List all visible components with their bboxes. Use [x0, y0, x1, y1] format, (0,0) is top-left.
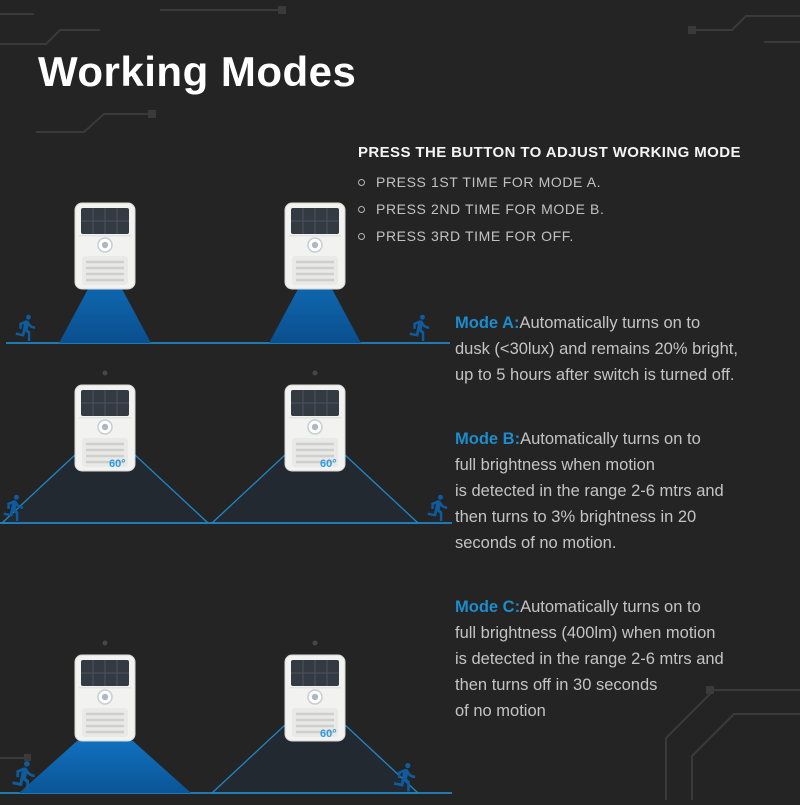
mode-c-text: Automatically turns on to full brightnes…: [455, 598, 724, 720]
bullet-icon: [358, 232, 365, 240]
light-beam: [59, 289, 151, 343]
angle-label: 60°: [109, 458, 126, 470]
instruction-text: PRESS 3RD TIME FOR OFF.: [376, 228, 574, 244]
page-title: Working Modes: [38, 48, 357, 95]
angle-label: 60°: [320, 728, 337, 740]
mode-b-description: Mode B:Automatically turns on to full br…: [455, 426, 793, 556]
mount-dot: [102, 370, 108, 376]
instructions-panel: PRESS THE BUTTON TO ADJUST WORKING MODE …: [358, 144, 788, 255]
mode-a-description: Mode A:Automatically turns on to dusk (<…: [455, 310, 793, 388]
mode-c-label: Mode C:: [455, 598, 521, 616]
solar-lamp-icon: [73, 383, 137, 473]
motion-detection-cone: [210, 426, 420, 524]
mode-c-illustration: 60°: [0, 640, 452, 794]
mount-dot: [312, 370, 318, 376]
mode-a-label: Mode A:: [455, 314, 520, 332]
runner-icon: [427, 494, 448, 522]
mode-b-text: Automatically turns on to full brightnes…: [455, 430, 724, 552]
instructions-heading: PRESS THE BUTTON TO ADJUST WORKING MODE: [358, 144, 741, 161]
mode-b-illustration: 60° 60°: [0, 370, 452, 524]
mode-c-description: Mode C:Automatically turns on to full br…: [455, 594, 793, 724]
solar-lamp-icon: [283, 201, 347, 291]
motion-detection-cone: [210, 696, 420, 794]
runner-icon: [15, 314, 36, 342]
instruction-text: PRESS 1ST TIME FOR MODE A.: [376, 174, 602, 190]
mode-a-illustration: [6, 201, 450, 344]
motion-detection-cone: [0, 426, 210, 524]
angle-label: 60°: [320, 458, 337, 470]
instruction-item: PRESS 3RD TIME FOR OFF.: [358, 228, 788, 244]
light-beam: [19, 741, 191, 793]
runner-icon: [409, 314, 430, 342]
instruction-item: PRESS 1ST TIME FOR MODE A.: [358, 174, 788, 190]
instruction-text: PRESS 2ND TIME FOR MODE B.: [376, 201, 605, 217]
mode-b-label: Mode B:: [455, 430, 521, 448]
instruction-item: PRESS 2ND TIME FOR MODE B.: [358, 201, 788, 217]
solar-lamp-icon: [73, 653, 137, 743]
light-beam: [269, 289, 361, 343]
mode-descriptions: Mode A:Automatically turns on to dusk (<…: [455, 310, 793, 762]
bullet-icon: [358, 205, 365, 213]
mode-a-text: Automatically turns on to dusk (<30lux) …: [455, 314, 738, 384]
mount-dot: [312, 640, 318, 646]
bullet-icon: [358, 178, 365, 186]
mount-dot: [102, 640, 108, 646]
solar-lamp-icon: [73, 201, 137, 291]
